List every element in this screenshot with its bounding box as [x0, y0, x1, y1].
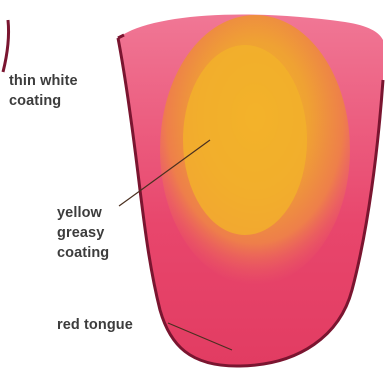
label-line: red tongue	[57, 315, 133, 335]
label-red-tongue: red tongue	[57, 315, 133, 335]
label-line: greasy	[57, 223, 109, 243]
label-thin-white-coating: thin white coating	[9, 71, 78, 111]
label-yellow-greasy-coating: yellow greasy coating	[57, 203, 109, 263]
label-line: coating	[9, 91, 78, 111]
label-line: thin white	[9, 71, 78, 91]
thin-white-coating-mark	[3, 20, 9, 72]
label-line: coating	[57, 243, 109, 263]
label-line: yellow	[57, 203, 109, 223]
